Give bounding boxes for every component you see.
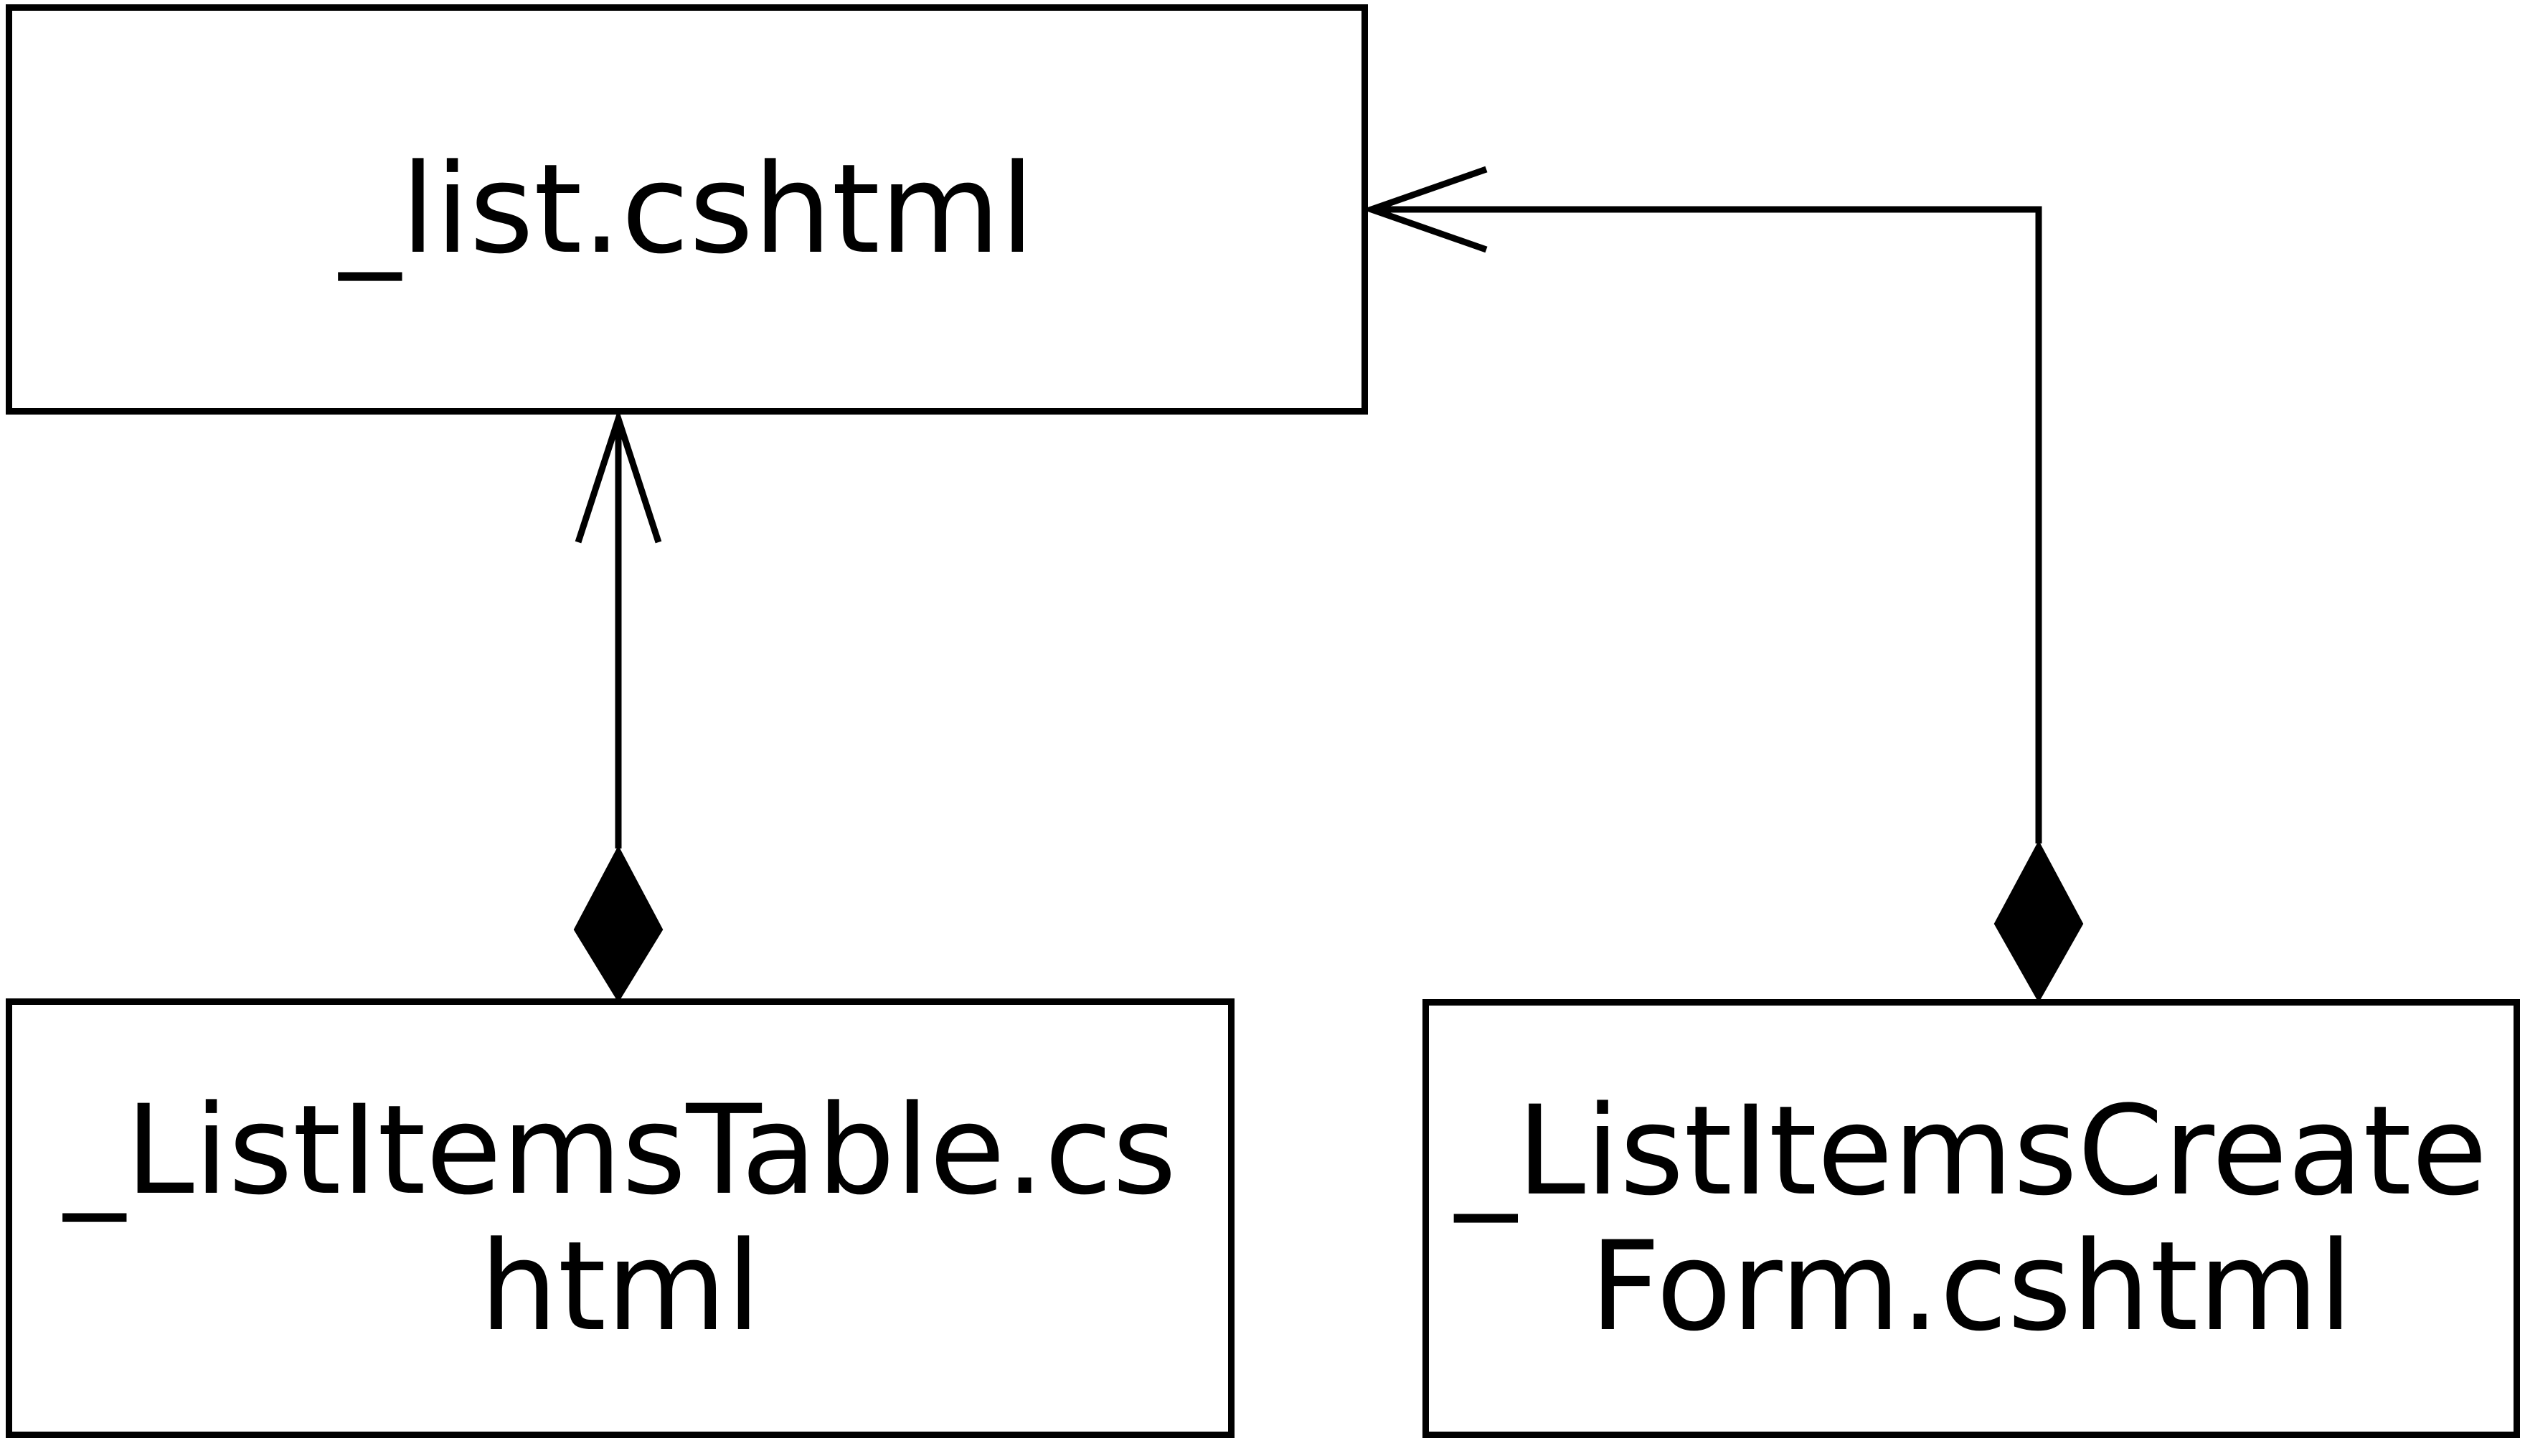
node-label-line-2: Form.cshtml bbox=[1590, 1214, 2353, 1358]
node-label-line-1: _ListItemsTable.cs bbox=[63, 1078, 1177, 1223]
node-label-line-1: _ListItemsCreate bbox=[1455, 1078, 2488, 1223]
node-listitemscreateform-cshtml: _ListItemsCreate Form.cshtml bbox=[1422, 999, 2520, 1438]
open-arrow-head-icon bbox=[575, 408, 662, 544]
node-list-cshtml: _list.cshtml bbox=[6, 4, 1368, 415]
node-label-line-2: html bbox=[479, 1214, 761, 1358]
node-listitemstable-cshtml: _ListItemsTable.cs html bbox=[6, 998, 1235, 1438]
open-arrow-head-icon bbox=[1361, 166, 1488, 253]
filled-diamond-icon bbox=[573, 845, 664, 1003]
edge-table-to-list bbox=[573, 408, 664, 1003]
filled-diamond-icon bbox=[1993, 840, 2084, 1003]
edge-form-to-list bbox=[1361, 166, 2084, 1003]
edge-form-line bbox=[1372, 206, 2042, 843]
node-label: _list.cshtml bbox=[339, 137, 1035, 282]
